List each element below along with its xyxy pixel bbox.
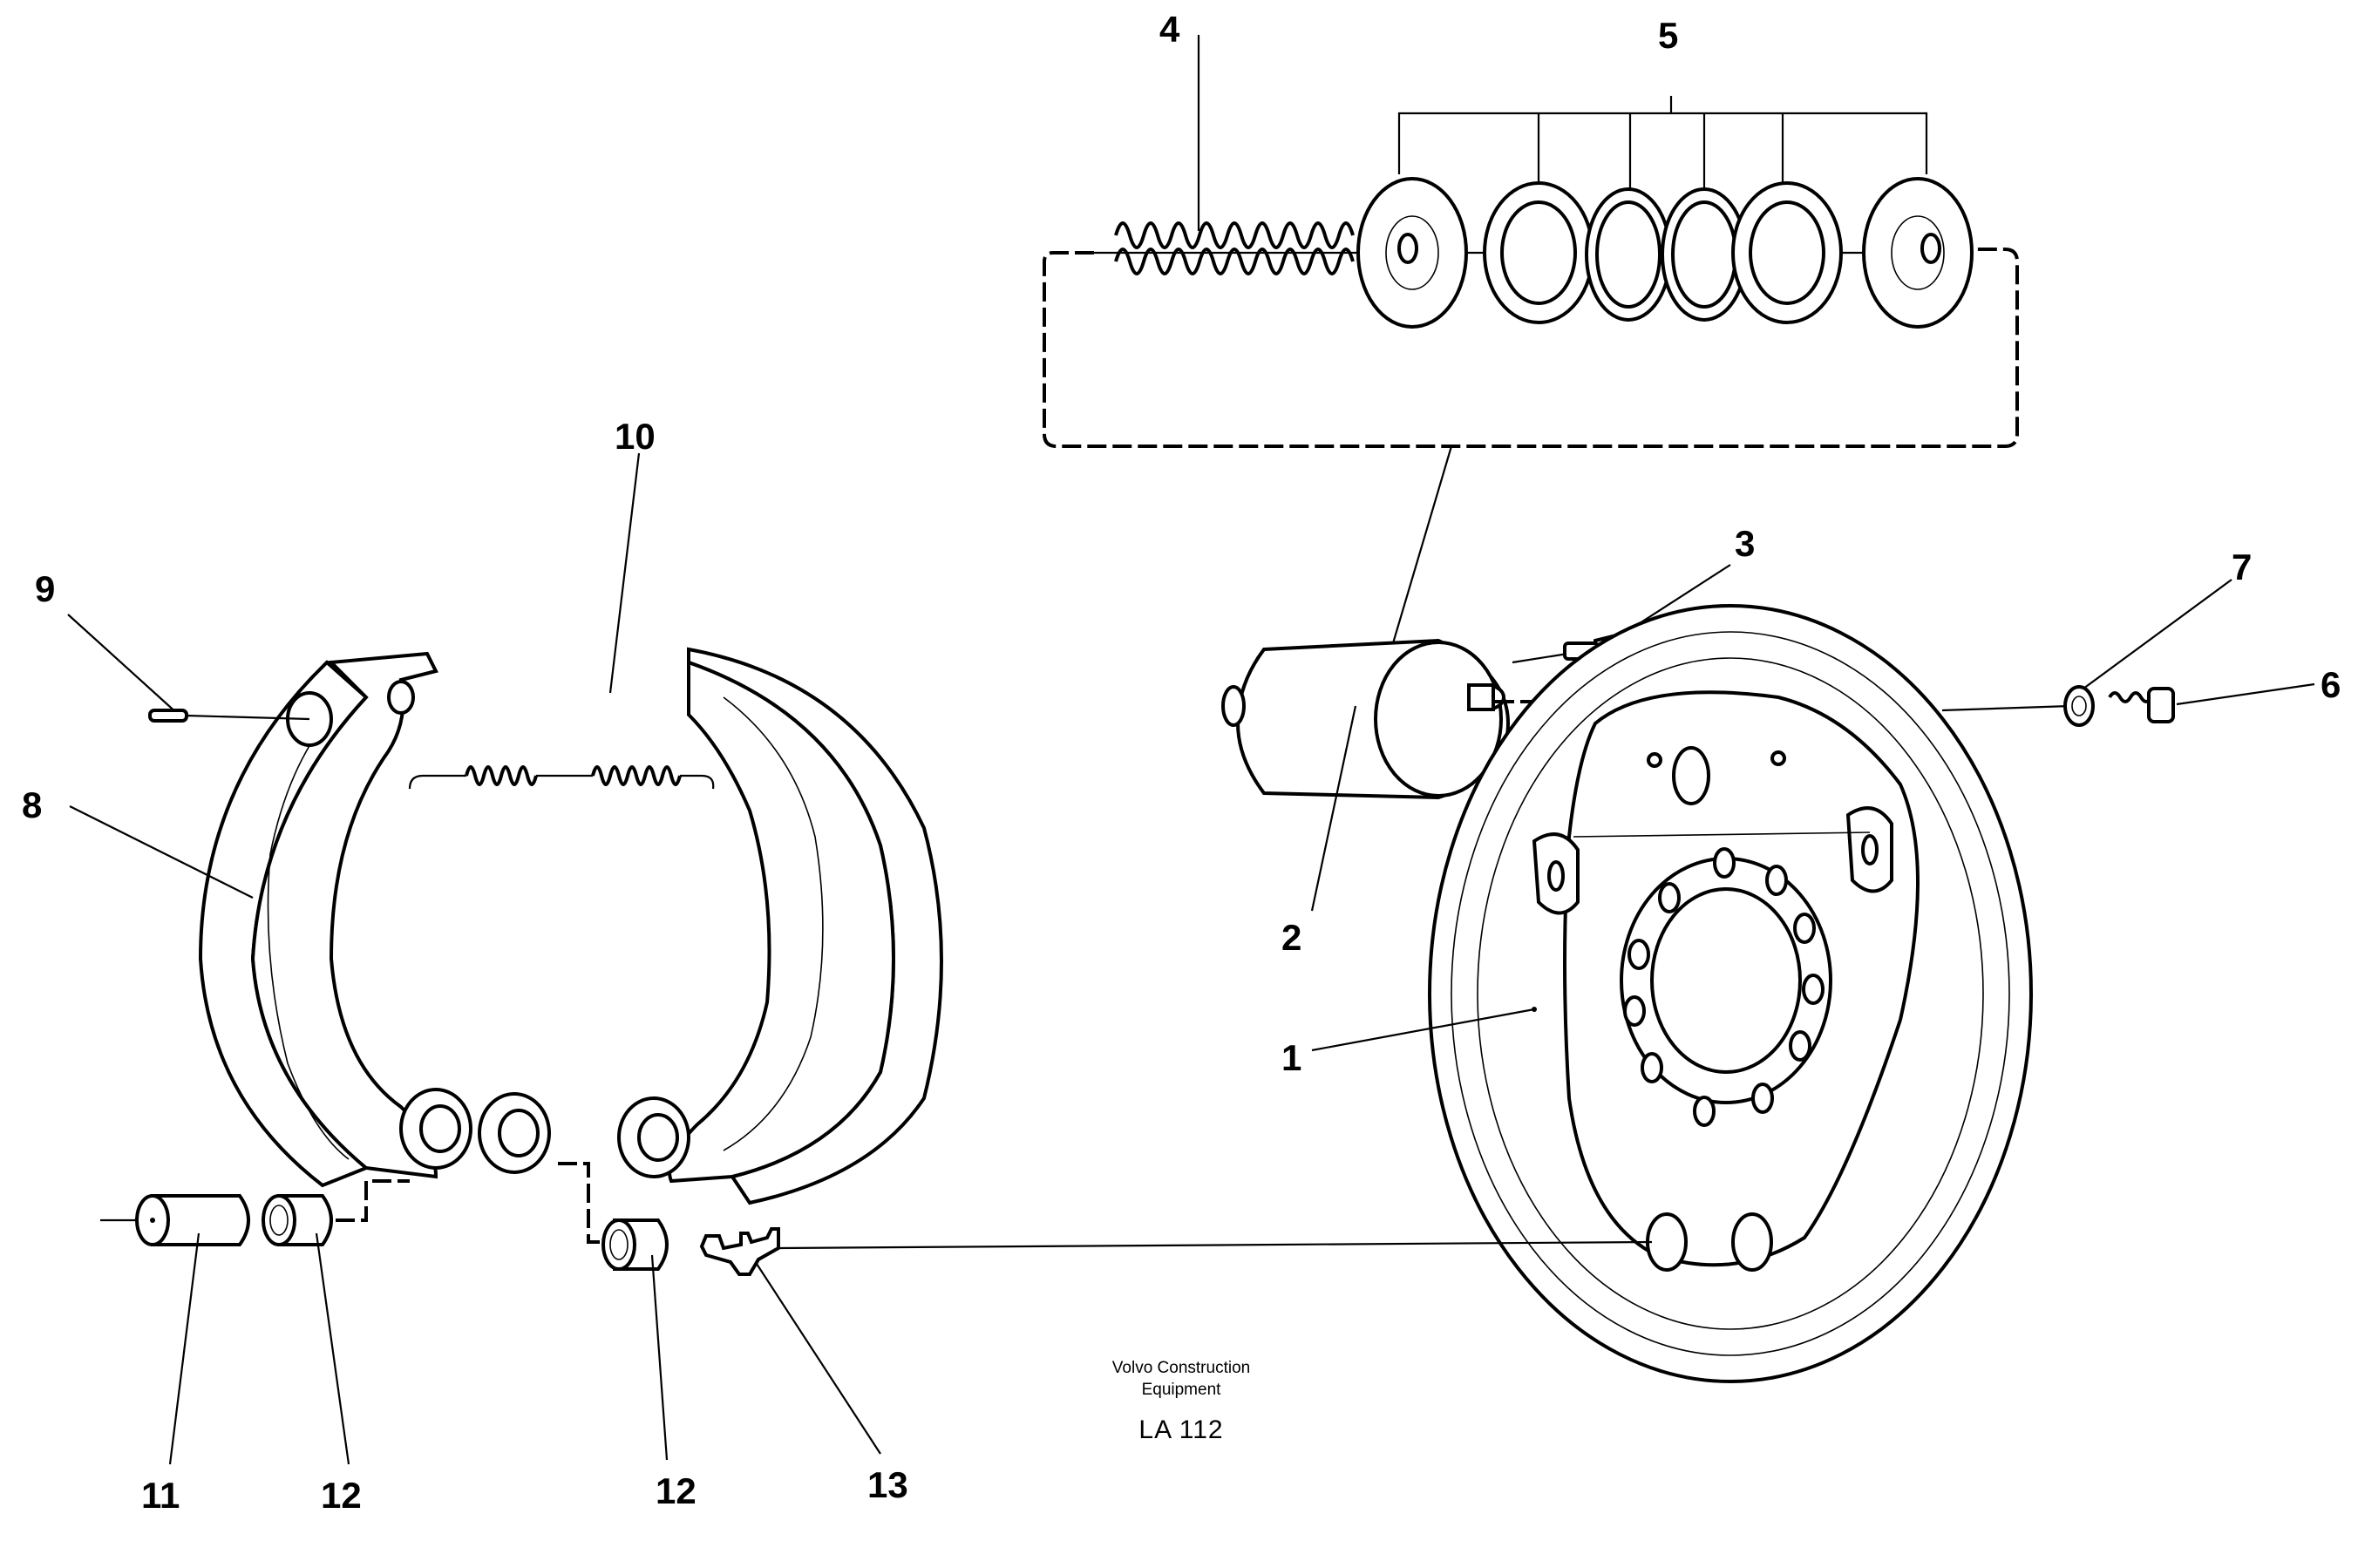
- washer-and-bolt: [1941, 579, 2315, 727]
- callout-5: 5: [1658, 15, 1678, 56]
- callout-12-right: 12: [656, 1470, 697, 1511]
- bushing-left: [262, 1179, 410, 1465]
- callout-7: 7: [2232, 546, 2252, 587]
- clip: [699, 1227, 1653, 1455]
- anchor-pin: [100, 1194, 250, 1465]
- wheel-cylinder-kit-bracket: [1043, 96, 2019, 668]
- wheel-cylinder: [1221, 638, 1580, 912]
- caption-block: Volvo Construction Equipment LA 112: [1112, 1359, 1250, 1444]
- return-spring: [408, 452, 715, 790]
- caption-company: Volvo Construction: [1112, 1359, 1250, 1377]
- caption-subtitle: Equipment: [1142, 1381, 1222, 1399]
- brake-shoe-left: [69, 651, 551, 1188]
- callout-3: 3: [1735, 523, 1755, 564]
- callout-2: 2: [1281, 917, 1301, 958]
- bushing-right: [558, 1162, 669, 1461]
- backing-plate: [1311, 604, 2033, 1383]
- callout-12-left: 12: [321, 1475, 362, 1516]
- callout-6: 6: [2321, 664, 2341, 705]
- retaining-pin: [67, 614, 310, 723]
- callout-4: 4: [1159, 9, 1180, 50]
- cylinder-seal-kit: [1356, 177, 1974, 329]
- callout-1: 1: [1281, 1037, 1301, 1078]
- callout-9: 9: [35, 568, 55, 609]
- bolt-holes: [1623, 847, 1825, 1127]
- callout-13: 13: [867, 1464, 908, 1505]
- brake-shoe-right: [617, 647, 943, 1205]
- figure-code: LA 112: [1138, 1415, 1223, 1444]
- callout-11: 11: [141, 1475, 180, 1516]
- callout-labels: 1 2 3 4 5 6 7 8 9 10 11 12 12 13: [22, 9, 2341, 1516]
- cylinder-spring: [1114, 35, 1355, 275]
- callout-8: 8: [22, 784, 42, 825]
- callout-10: 10: [615, 416, 656, 457]
